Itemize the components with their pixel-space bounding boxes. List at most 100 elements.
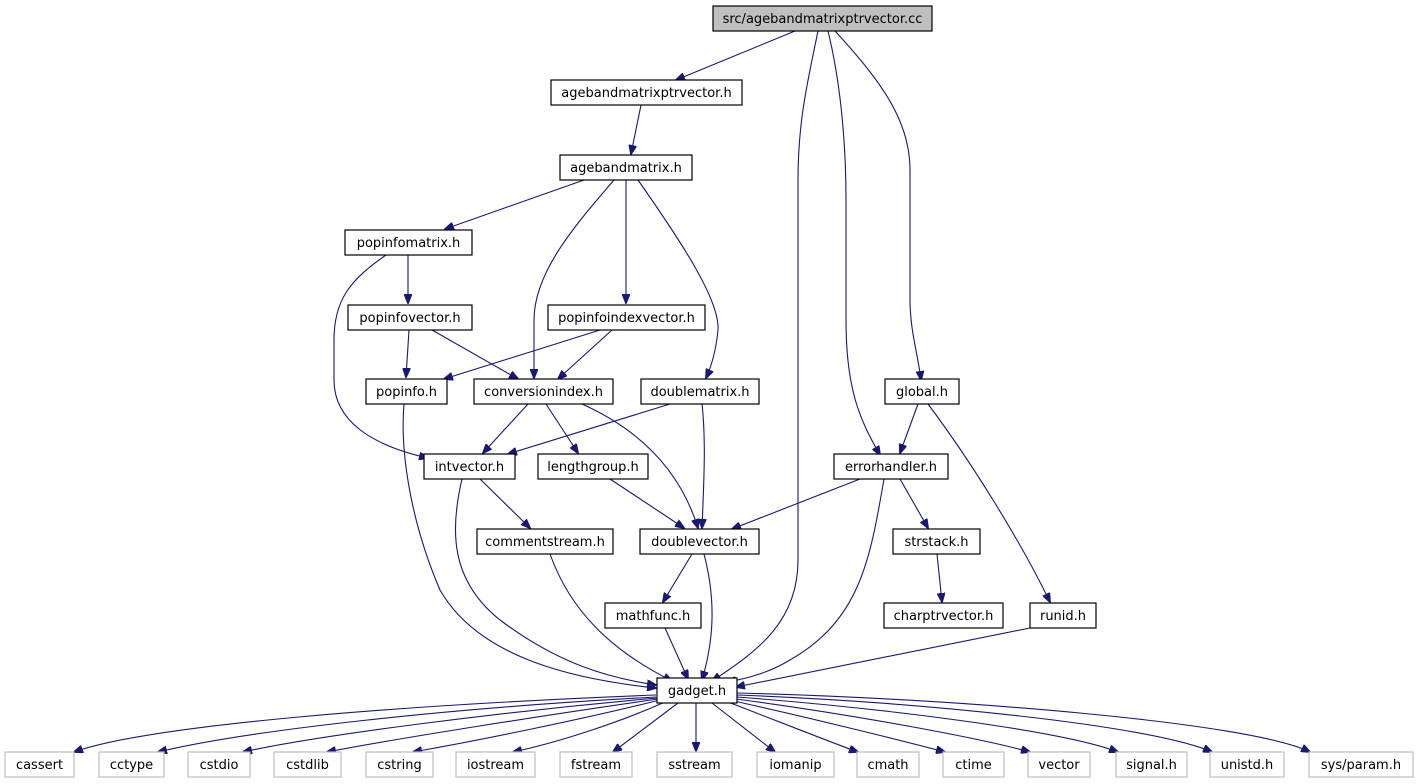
- node-errorhandler-h[interactable]: errorhandler.h: [833, 453, 949, 480]
- node-label: doublevector.h: [651, 535, 748, 550]
- edge-lengthgroup-doublevector: [609, 478, 684, 528]
- node-label: cstring: [377, 758, 421, 773]
- edge-intvector-commentstream: [479, 478, 530, 528]
- edge-root-gadget: [712, 30, 819, 681]
- node-conversionindex-h[interactable]: conversionindex.h: [473, 378, 614, 405]
- node-label: popinfomatrix.h: [357, 236, 461, 251]
- edge-gadget-cstring: [413, 699, 661, 752]
- node-cctype[interactable]: cctype: [98, 751, 165, 778]
- edge-agebandmatrix-doublematrix: [637, 179, 719, 378]
- node-label: popinfoindexvector.h: [558, 311, 695, 326]
- edge-gadget-vector: [735, 698, 1030, 752]
- node-label: global.h: [896, 385, 948, 400]
- node-cstdlib[interactable]: cstdlib: [273, 751, 342, 778]
- node-label: intvector.h: [435, 460, 504, 475]
- node-popinfovector-h[interactable]: popinfovector.h: [347, 304, 473, 331]
- node-label: cstdlib: [286, 758, 329, 773]
- node-label: strstack.h: [904, 535, 968, 550]
- edge-runid-gadget: [736, 627, 1031, 687]
- node-sstream[interactable]: sstream: [656, 751, 733, 778]
- node-label: iostream: [467, 758, 524, 773]
- edge-errorhandler-doublevector: [732, 478, 861, 529]
- node-root-file[interactable]: src/agebandmatrixptrvector.cc: [712, 5, 933, 32]
- node-cmath[interactable]: cmath: [856, 751, 920, 778]
- node-iostream[interactable]: iostream: [455, 751, 536, 778]
- node-doublevector-h[interactable]: doublevector.h: [639, 528, 760, 555]
- node-gadget-h[interactable]: gadget.h: [656, 677, 738, 704]
- edge-gadget-unistd: [736, 694, 1212, 752]
- node-popinfomatrix-h[interactable]: popinfomatrix.h: [344, 229, 473, 256]
- node-label: src/agebandmatrixptrvector.cc: [723, 12, 923, 27]
- edge-gadget-iostream: [513, 701, 666, 752]
- edge-errorhandler-strstack: [899, 478, 928, 528]
- edge-popinfovector-conversionindex: [431, 329, 518, 379]
- edge-global-errorhandler: [900, 403, 919, 453]
- node-popinfoindexvector-h[interactable]: popinfoindexvector.h: [547, 304, 706, 331]
- edge-popinfoindexvector-conversionindex: [558, 329, 613, 379]
- node-doublematrix-h[interactable]: doublematrix.h: [640, 378, 760, 405]
- edge-doublematrix-doublevector: [702, 403, 704, 528]
- node-agebandmatrix-h[interactable]: agebandmatrix.h: [559, 154, 693, 181]
- edge-agebandmatrix-conversionindex: [534, 179, 615, 378]
- node-label: signal.h: [1126, 758, 1177, 773]
- edge-gadget-cstdlib: [327, 698, 659, 752]
- edge-popinfovector-popinfo: [406, 329, 409, 377]
- node-cassert[interactable]: cassert: [4, 751, 75, 778]
- node-label: fstream: [571, 758, 621, 773]
- node-ctime[interactable]: ctime: [942, 751, 1005, 778]
- edge-popinfo-gadget: [402, 403, 656, 688]
- header-nodes: src/agebandmatrixptrvector.cc agebandmat…: [4, 5, 1414, 778]
- node-charptrvector-h[interactable]: charptrvector.h: [883, 602, 1004, 629]
- node-label: sstream: [668, 758, 720, 773]
- node-label: runid.h: [1040, 609, 1086, 624]
- edge-root-errorhandler: [827, 30, 880, 455]
- edge-gadget-cassert: [74, 694, 657, 752]
- node-cstdio[interactable]: cstdio: [187, 751, 251, 778]
- node-label: cassert: [16, 758, 63, 773]
- node-label: cmath: [867, 758, 908, 773]
- node-signal-h[interactable]: signal.h: [1115, 751, 1188, 778]
- edge-conversionindex-doublevector: [581, 403, 698, 528]
- node-cstring[interactable]: cstring: [365, 751, 434, 778]
- node-label: agebandmatrix.h: [570, 161, 682, 176]
- edge-gadget-cmath: [727, 701, 858, 752]
- node-label: cctype: [110, 758, 153, 773]
- dependency-edges: [74, 30, 1310, 752]
- node-fstream[interactable]: fstream: [559, 751, 633, 778]
- edge-errorhandler-gadget: [727, 478, 885, 682]
- edge-gadget-fstream: [613, 702, 679, 752]
- edge-gadget-cctype: [158, 696, 657, 752]
- node-agebandmatrixptrvector-h[interactable]: agebandmatrixptrvector.h: [550, 79, 743, 106]
- edge-conversionindex-intvector: [483, 403, 529, 453]
- node-label: cstdio: [200, 758, 239, 773]
- node-vector[interactable]: vector: [1027, 751, 1091, 778]
- edge-doublevector-gadget: [702, 553, 713, 680]
- node-label: charptrvector.h: [894, 609, 994, 624]
- node-iomanip[interactable]: iomanip: [756, 751, 835, 778]
- edge-gadget-cstdio: [243, 697, 658, 752]
- node-label: agebandmatrixptrvector.h: [561, 86, 731, 101]
- node-unistd-h[interactable]: unistd.h: [1209, 751, 1285, 778]
- edge-intvector-gadget: [454, 478, 656, 685]
- node-mathfunc-h[interactable]: mathfunc.h: [604, 602, 702, 629]
- edge-mathfunc-gadget: [664, 627, 688, 679]
- node-lengthgroup-h[interactable]: lengthgroup.h: [537, 453, 649, 480]
- node-label: conversionindex.h: [484, 385, 603, 400]
- node-intvector-h[interactable]: intvector.h: [423, 453, 516, 480]
- node-label: gadget.h: [668, 684, 726, 699]
- edge-doublematrix-intvector: [508, 403, 671, 454]
- edge-doublevector-mathfunc: [663, 553, 693, 602]
- edge-root-global: [834, 30, 921, 380]
- node-sys-param-h[interactable]: sys/param.h: [1308, 751, 1414, 778]
- node-global-h[interactable]: global.h: [884, 378, 960, 405]
- edge-popinfoindexvector-popinfo: [444, 329, 601, 379]
- edge-agebandmatrixptrvector-agebandmatrix: [631, 104, 642, 154]
- node-label: vector: [1038, 758, 1080, 773]
- node-runid-h[interactable]: runid.h: [1029, 602, 1097, 629]
- edge-popinfomatrix-intvector: [333, 254, 428, 458]
- node-commentstream-h[interactable]: commentstream.h: [476, 528, 614, 555]
- node-label: popinfovector.h: [359, 311, 460, 326]
- node-popinfo-h[interactable]: popinfo.h: [365, 378, 448, 405]
- node-strstack-h[interactable]: strstack.h: [892, 528, 981, 555]
